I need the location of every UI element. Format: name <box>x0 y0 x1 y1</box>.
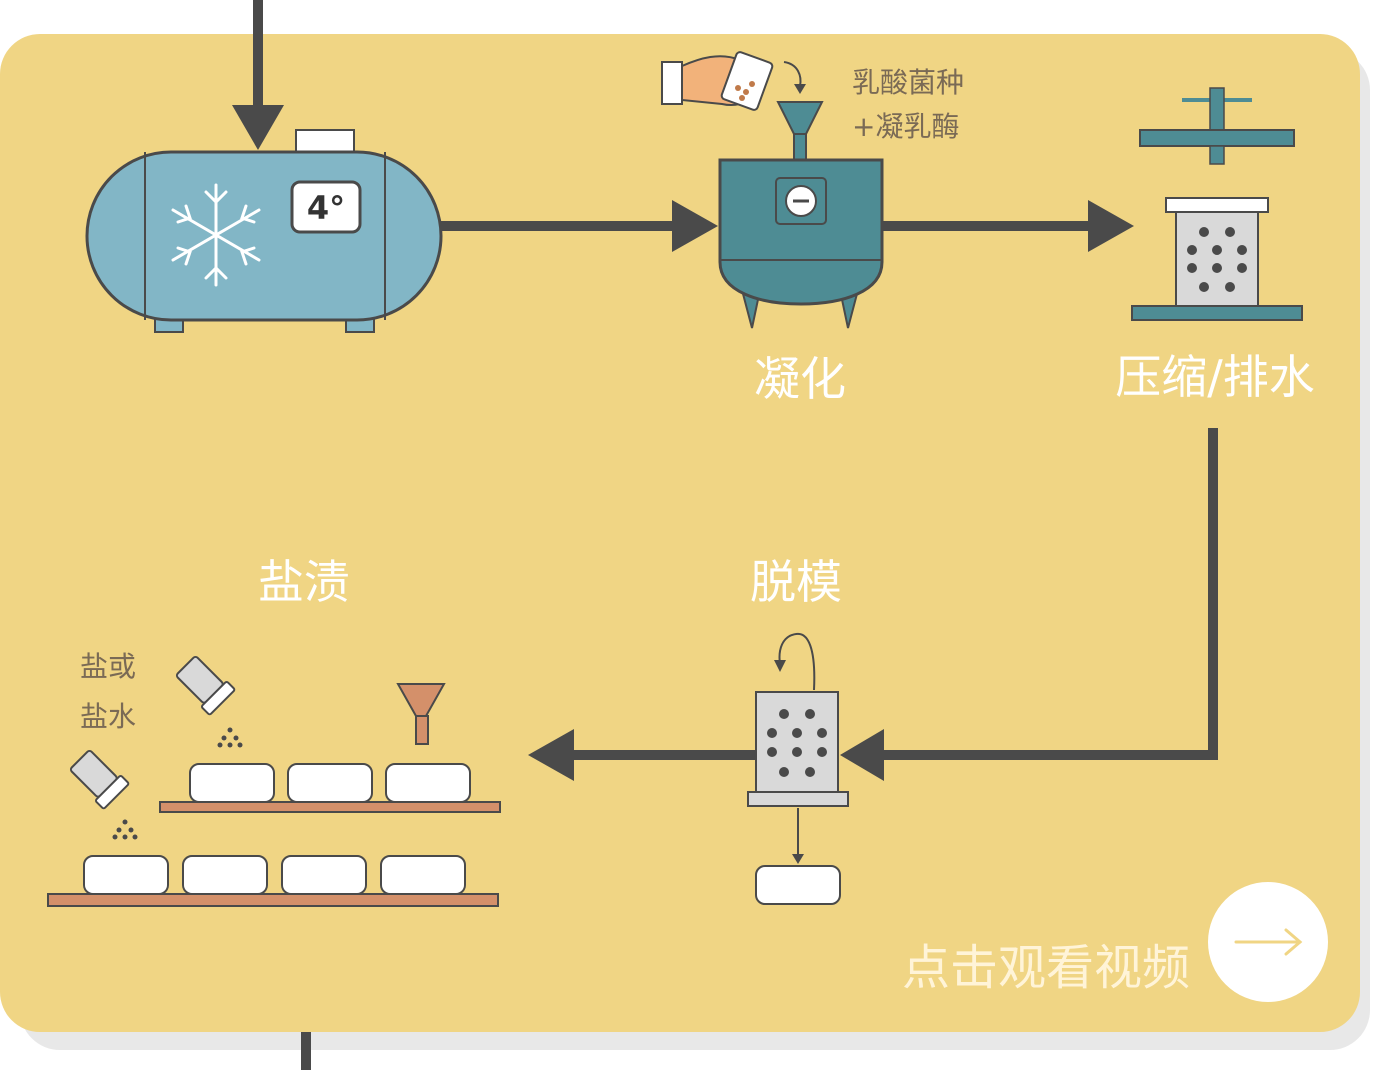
inflow-arrow <box>232 0 284 150</box>
salting-shelf-bottom <box>47 855 499 907</box>
salt-shaker-top-icon <box>175 655 243 748</box>
watch-video-label[interactable]: 点击观看视频 <box>902 940 1190 996</box>
salt-note-line-1: 盐或 <box>80 650 136 683</box>
ingredient-line-2: +凝乳酶 <box>852 110 959 143</box>
salting-shelf-top <box>159 763 501 813</box>
step-coagulation-label: 凝化 <box>754 352 846 406</box>
step-salting-label: 盐渍 <box>258 555 350 609</box>
temperature-label: 4° <box>307 189 345 227</box>
cooling-tank: 4° <box>85 129 443 333</box>
cheese-press <box>1131 87 1303 321</box>
salt-shaker-bottom-icon <box>69 749 138 840</box>
arrow-to-unmold <box>840 428 1218 781</box>
arrow-to-vat <box>441 200 718 252</box>
coagulation-vat <box>718 101 884 329</box>
arrow-to-salting <box>528 729 756 781</box>
watch-video-button[interactable]: 点击观看视频 <box>902 882 1328 1002</box>
temperature-display <box>290 180 362 234</box>
brine-funnel-icon <box>396 683 446 745</box>
step-press-drain-label: 压缩/排水 <box>1115 350 1315 404</box>
salt-note-line-2: 盐水 <box>80 700 136 733</box>
step-unmold-label: 脱模 <box>750 555 842 609</box>
hand-adding-culture-icon <box>661 51 806 111</box>
arrow-right-icon <box>1234 928 1303 956</box>
ingredient-line-1: 乳酸菌种 <box>852 66 964 99</box>
unmold-mold <box>747 632 849 905</box>
snowflake-icon <box>171 183 261 287</box>
arrow-to-press <box>882 200 1134 252</box>
